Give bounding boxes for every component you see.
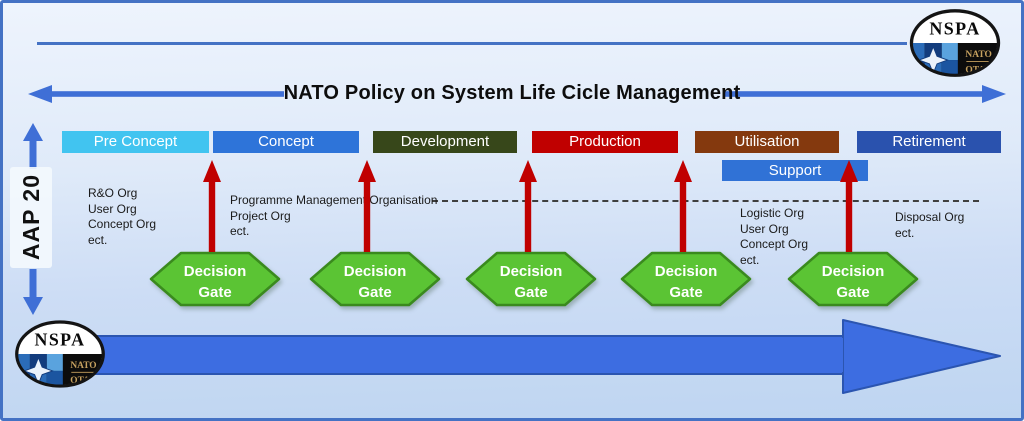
note-programme-orgs: Programme Management Organisation Projec… [230, 193, 438, 238]
decision-gate-5: Decision Gate [787, 251, 919, 307]
phase-concept: Concept [213, 131, 359, 153]
svg-text:Gate: Gate [198, 284, 231, 301]
svg-text:Gate: Gate [514, 284, 547, 301]
dashed-separator-line [432, 200, 979, 202]
red-up-arrow-icon [358, 160, 376, 252]
svg-text:Decision: Decision [500, 263, 563, 280]
note-pre-concept-orgs: R&O Org User Org Concept Org ect. [88, 186, 157, 247]
decision-gate-1: Decision Gate [149, 251, 281, 307]
aap-arrow-up-icon [23, 123, 43, 169]
top-divider-line [37, 42, 907, 45]
timeline-double-arrow [28, 85, 1006, 103]
red-up-arrow-icon [519, 160, 537, 252]
decision-gate-4: Decision Gate [620, 251, 752, 307]
red-up-arrow-icon [674, 160, 692, 252]
svg-text:Gate: Gate [669, 284, 702, 301]
phase-production: Production [532, 131, 678, 153]
arrowhead-left-icon [28, 85, 52, 103]
svg-text:Decision: Decision [655, 263, 718, 280]
arrowhead-right-icon [842, 319, 1001, 394]
nspa-logo: NATO OTAN NSPA [909, 9, 1001, 77]
svg-text:Decision: Decision [184, 263, 247, 280]
note-utilisation-orgs: Logistic Org User Org Concept Org ect. [740, 206, 809, 267]
note-disposal-orgs: Disposal Org ect. [895, 210, 965, 240]
decision-gate-2: Decision Gate [309, 251, 441, 307]
phase-pre-concept: Pre Concept [62, 131, 209, 153]
hexagon-shape [620, 251, 752, 307]
hexagon-shape [787, 251, 919, 307]
svg-text:NSPA: NSPA [35, 330, 86, 350]
aap20-label-box: AAP 20 [10, 167, 52, 268]
hexagon-shape [465, 251, 597, 307]
phase-utilisation: Utilisation [695, 131, 839, 153]
phase-retirement: Retirement [857, 131, 1001, 153]
red-up-arrow-icon [203, 160, 221, 252]
nspa-logo: NATO OTAN NSPA [15, 320, 105, 388]
timeline-bottom-arrow [87, 319, 1001, 394]
phase-development: Development [373, 131, 517, 153]
aap-arrow-down-icon [23, 269, 43, 315]
svg-text:NSPA: NSPA [929, 18, 980, 38]
decision-gate-3: Decision Gate [465, 251, 597, 307]
svg-text:Gate: Gate [358, 284, 391, 301]
phase-support: Support [722, 160, 868, 181]
page-title: NATO Policy on System Life Cicle Managem… [283, 82, 741, 104]
svg-text:NATO: NATO [965, 50, 991, 60]
svg-text:NATO: NATO [70, 361, 96, 371]
aap20-label: AAP 20 [17, 174, 44, 261]
hexagon-shape [149, 251, 281, 307]
red-up-arrow-icon [840, 160, 858, 252]
svg-text:Decision: Decision [344, 263, 407, 280]
svg-text:Gate: Gate [836, 284, 869, 301]
arrowhead-right-icon [982, 85, 1006, 103]
hexagon-shape [309, 251, 441, 307]
svg-text:Decision: Decision [822, 263, 885, 280]
